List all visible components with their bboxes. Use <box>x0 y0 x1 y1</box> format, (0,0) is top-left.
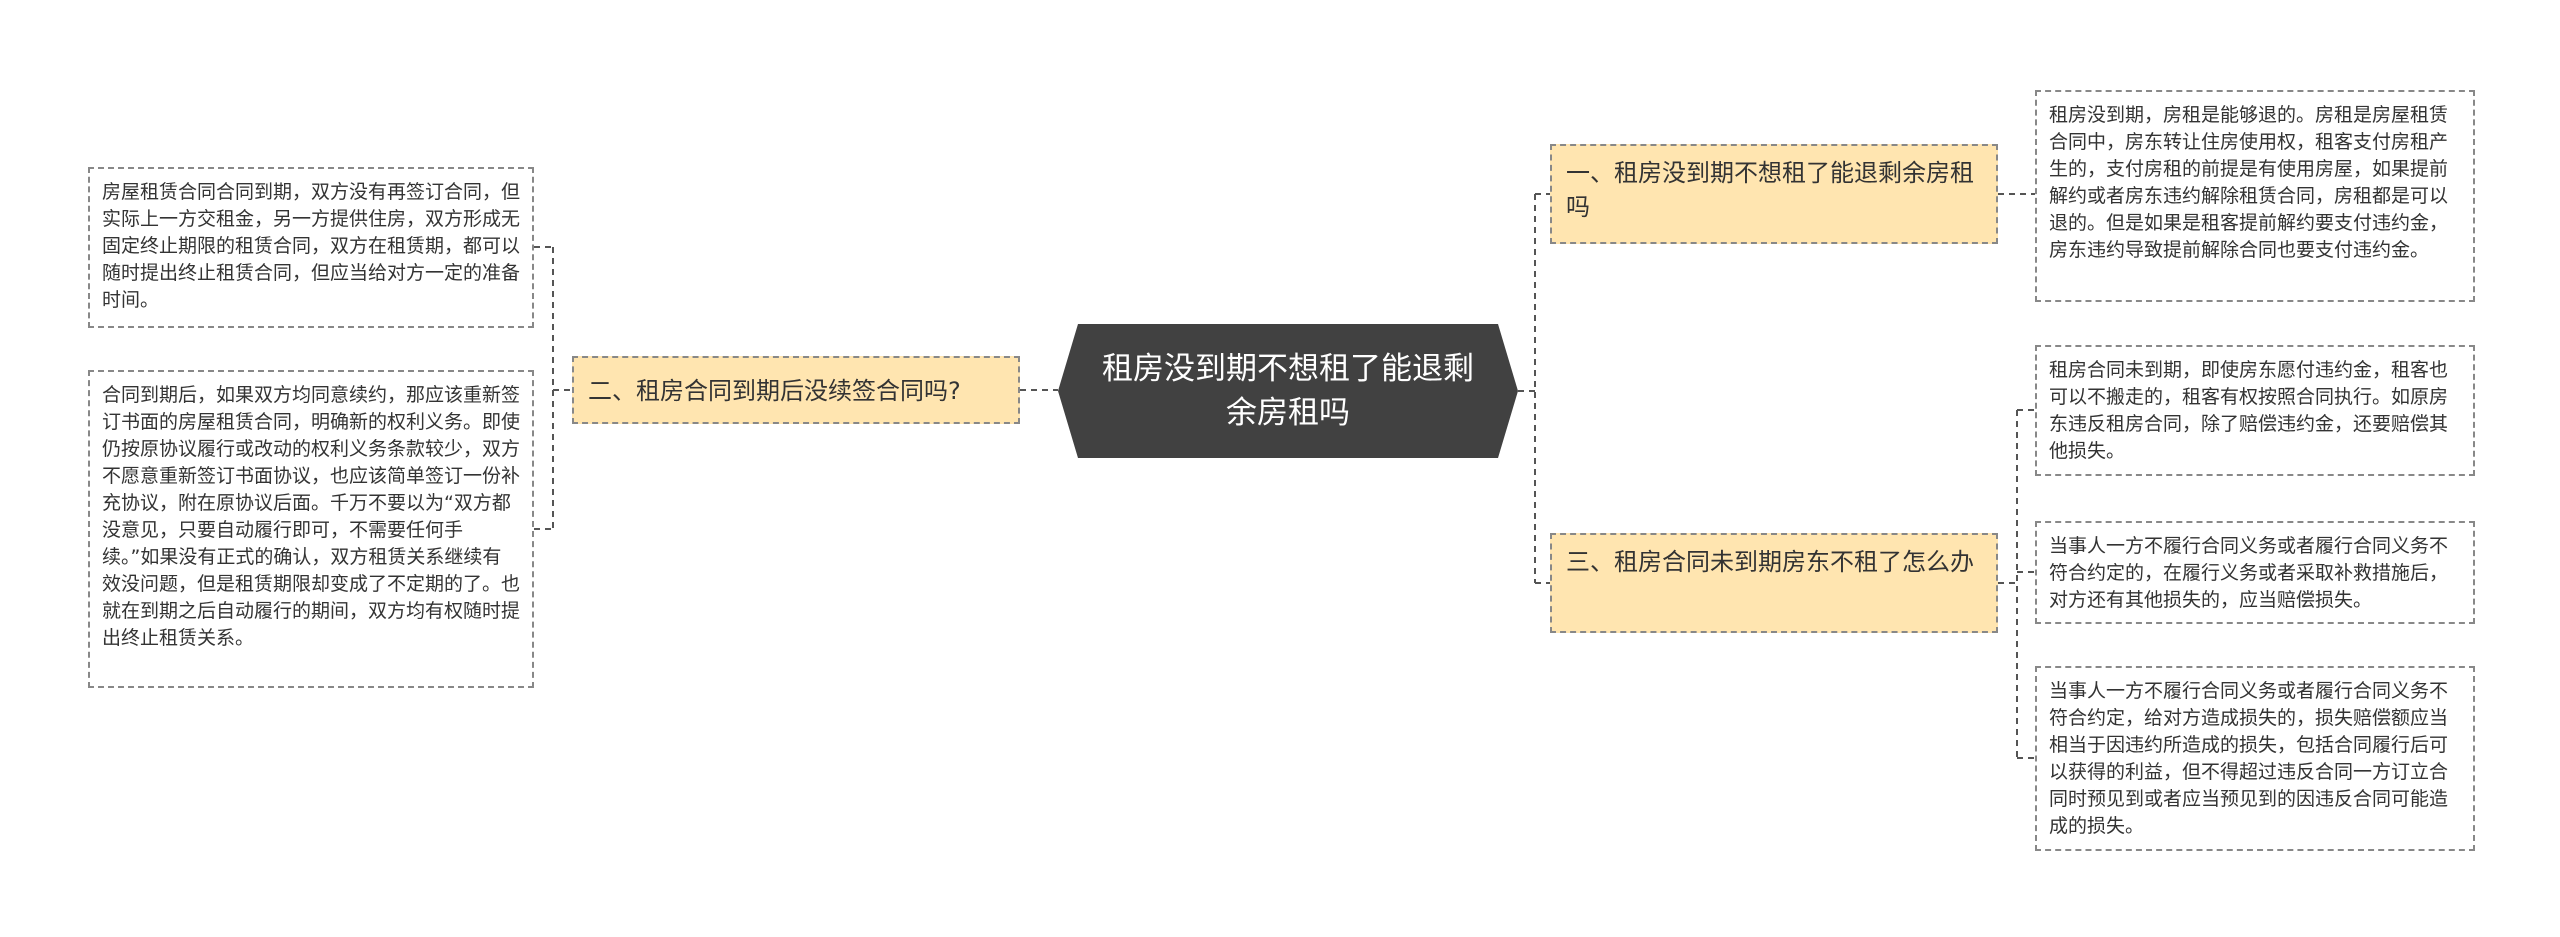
leaf-note-1-1-text: 租房没到期，房租是能够退的。房租是房屋租赁合同中，房东转让住房使用权，租客支付房… <box>2049 104 2449 261</box>
leaf-note-3-3[interactable]: 当事人一方不履行合同义务或者履行合同义务不符合约定，给对方造成损失的，损失赔偿额… <box>2035 666 2475 851</box>
leaf-note-2-1-text: 房屋租赁合同合同到期，双方没有再签订合同，但实际上一方交租金，另一方提供住房，双… <box>102 181 521 311</box>
branch-topic-1[interactable]: 一、租房没到期不想租了能退剩余房租吗 <box>1550 144 1998 244</box>
branch-topic-1-label: 一、租房没到期不想租了能退剩余房租吗 <box>1566 159 1974 221</box>
branch-topic-2-label: 二、租房合同到期后没续签合同吗? <box>588 377 961 405</box>
leaf-note-3-1[interactable]: 租房合同未到期，即使房东愿付违约金，租客也可以不搬走的，租客有权按照合同执行。如… <box>2035 345 2475 476</box>
leaf-note-2-1[interactable]: 房屋租赁合同合同到期，双方没有再签订合同，但实际上一方交租金，另一方提供住房，双… <box>88 167 534 328</box>
leaf-note-3-3-text: 当事人一方不履行合同义务或者履行合同义务不符合约定，给对方造成损失的，损失赔偿额… <box>2049 680 2449 837</box>
leaf-note-2-2[interactable]: 合同到期后，如果双方均同意续约，那应该重新签订书面的房屋租赁合同，明确新的权利义… <box>88 370 534 688</box>
leaf-note-3-2-text: 当事人一方不履行合同义务或者履行合同义务不符合约定的，在履行义务或者采取补救措施… <box>2049 535 2449 611</box>
central-topic-label: 租房没到期不想租了能退剩余房租吗 <box>1102 351 1474 431</box>
central-node-shape <box>1058 324 1518 458</box>
central-topic[interactable]: 租房没到期不想租了能退剩余房租吗 <box>1058 324 1518 458</box>
leaf-note-1-1[interactable]: 租房没到期，房租是能够退的。房租是房屋租赁合同中，房东转让住房使用权，租客支付房… <box>2035 90 2475 302</box>
branch-topic-3-label: 三、租房合同未到期房东不租了怎么办 <box>1566 548 1974 576</box>
leaf-note-3-2[interactable]: 当事人一方不履行合同义务或者履行合同义务不符合约定的，在履行义务或者采取补救措施… <box>2035 521 2475 624</box>
leaf-note-2-2-text: 合同到期后，如果双方均同意续约，那应该重新签订书面的房屋租赁合同，明确新的权利义… <box>102 384 521 649</box>
branch-topic-2[interactable]: 二、租房合同到期后没续签合同吗? <box>572 356 1020 424</box>
branch-topic-3[interactable]: 三、租房合同未到期房东不租了怎么办 <box>1550 533 1998 633</box>
leaf-note-3-1-text: 租房合同未到期，即使房东愿付违约金，租客也可以不搬走的，租客有权按照合同执行。如… <box>2049 359 2449 462</box>
